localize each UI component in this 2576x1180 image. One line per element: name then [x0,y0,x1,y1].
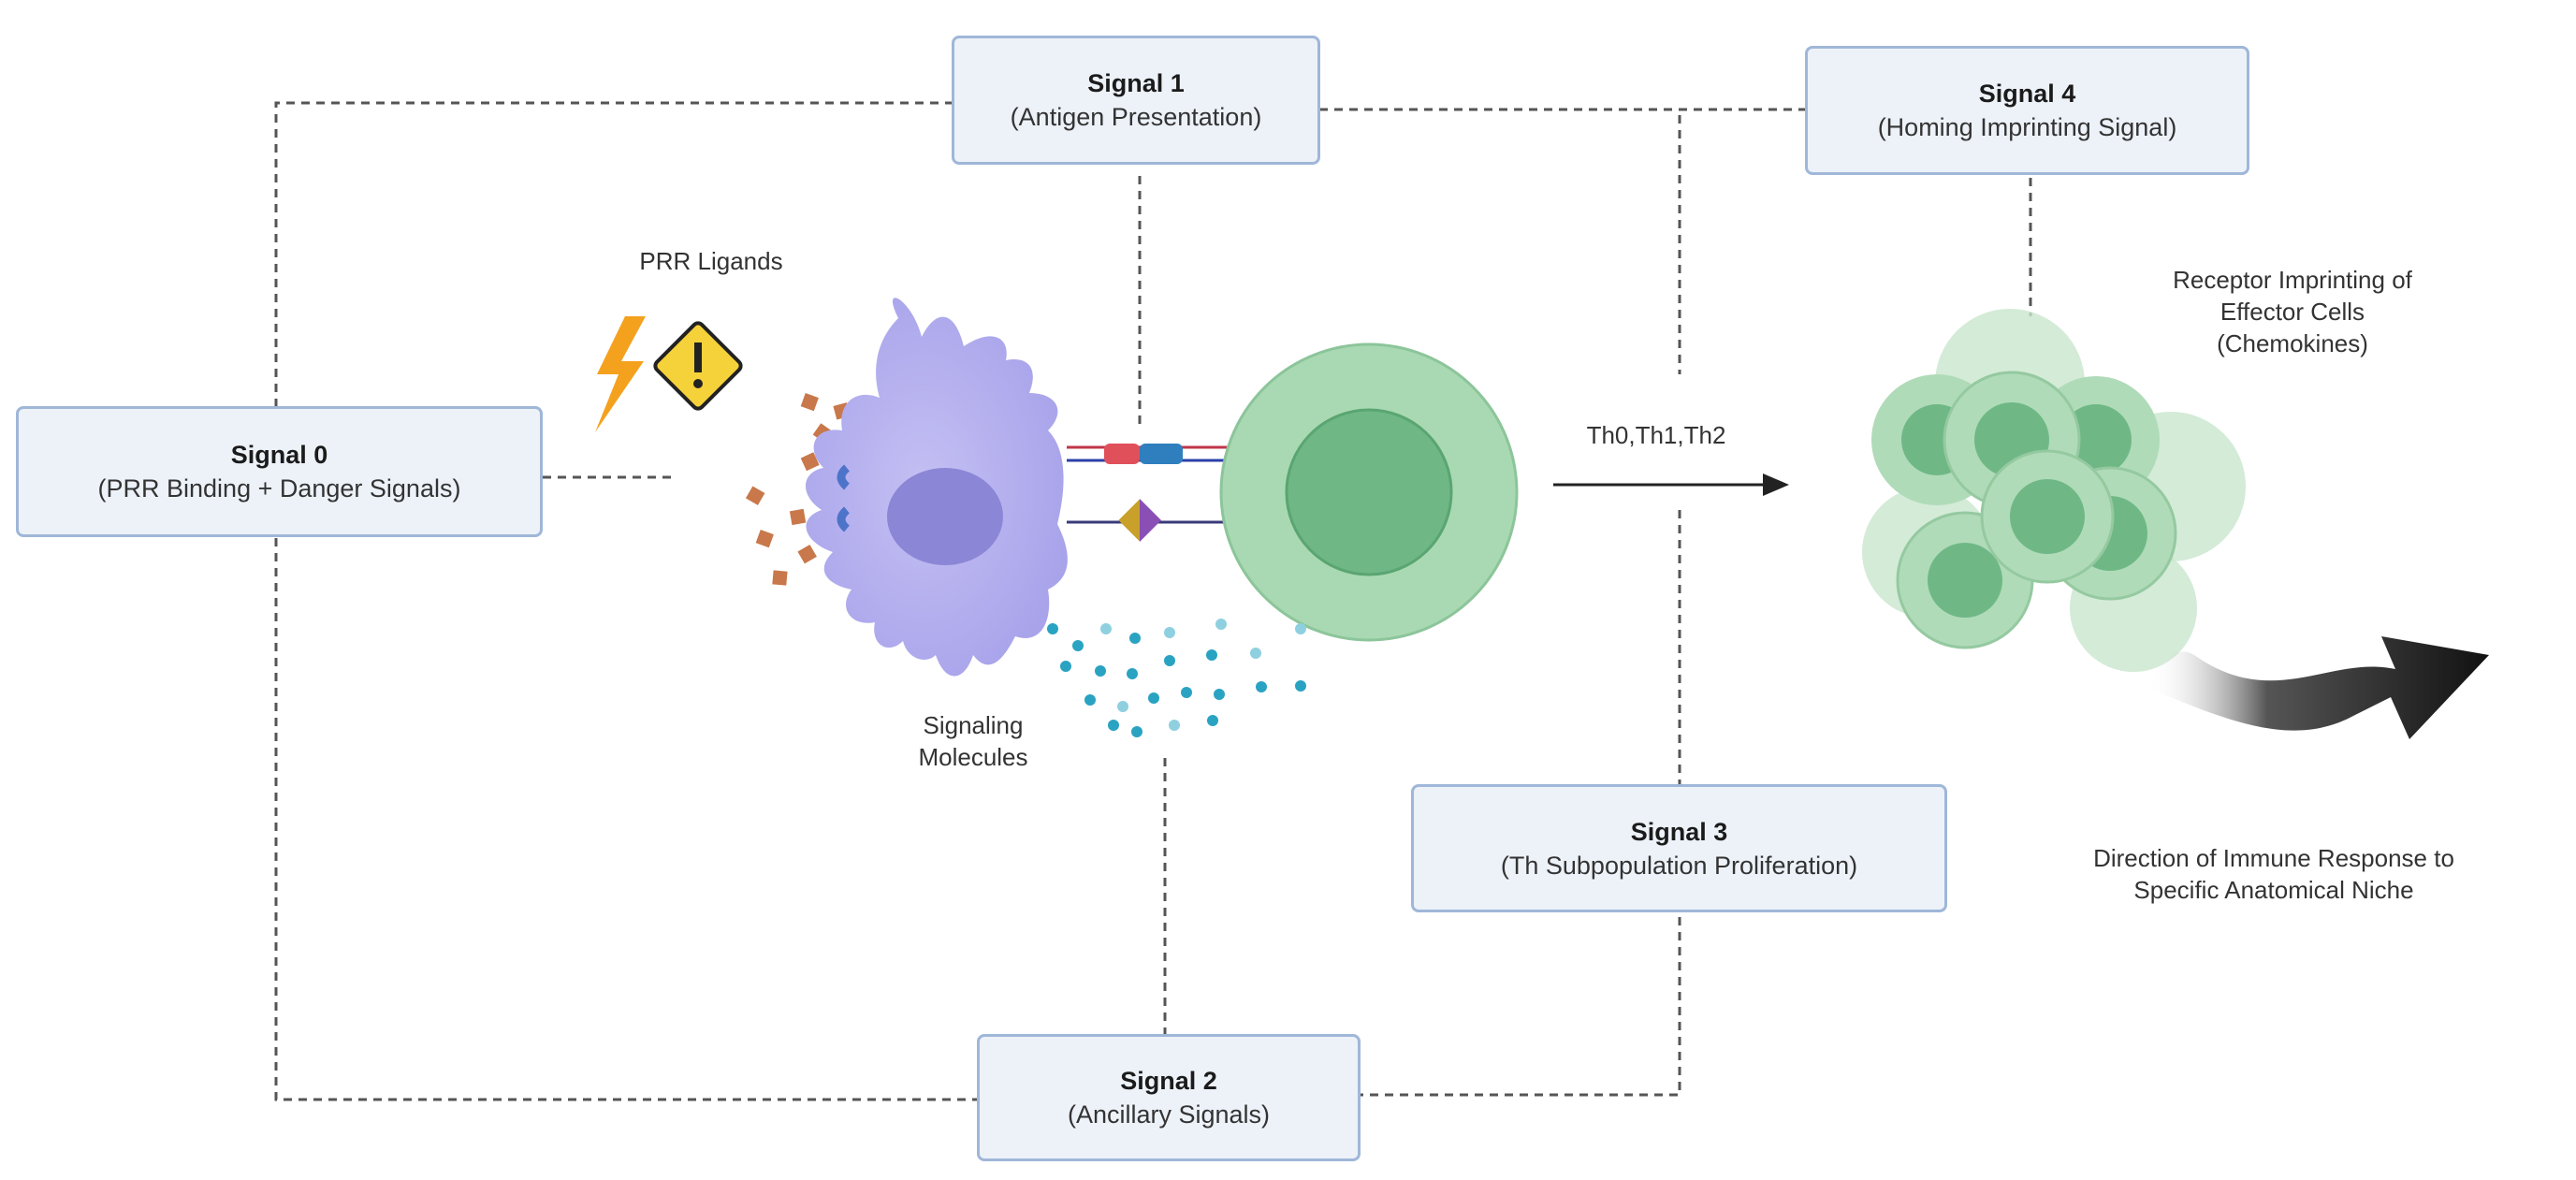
effector-cell-cluster [1862,309,2246,672]
signaling-molecules-line-1: Signaling [923,711,1024,739]
direction-line-2: Specific Anatomical Niche [2133,876,2414,904]
signaling-molecule-dots [1047,619,1306,737]
receptor-imprinting-line-2: Effector Cells [2219,298,2365,326]
receptor-imprinting-line-1: Receptor Imprinting of [2173,266,2412,294]
signal-2-box: Signal 2 (Ancillary Signals) [977,1034,1361,1161]
receptor-imprinting-line-3: (Chemokines) [2217,329,2368,357]
signal-1-subtitle: (Antigen Presentation) [1010,103,1262,131]
th-arrow [1553,473,1789,496]
signal-0-subtitle: (PRR Binding + Danger Signals) [97,474,461,503]
warning-icon [653,321,743,411]
signal-0-title: Signal 0 [230,441,328,469]
dendritic-cell [805,298,1068,677]
signaling-molecules-label: Signaling Molecules [861,709,1085,773]
signal-2-title: Signal 2 [1120,1067,1217,1095]
connector-lines [274,101,2032,1101]
signaling-molecules-line-2: Molecules [918,743,1028,771]
curved-arrow-icon [2147,636,2489,739]
signal-3-box: Signal 3 (Th Subpopulation Proliferation… [1411,784,1947,912]
connector-s0-s2 [274,538,978,1101]
signal-4-box: Signal 4 (Homing Imprinting Signal) [1805,46,2249,175]
t-cell [1219,342,1519,642]
lightning-icon [595,316,646,432]
synapse-connectors [1067,444,1235,542]
signal-2-subtitle: (Ancillary Signals) [1067,1100,1271,1129]
connector-s3-s2 [1359,917,1681,1097]
signal-3-title: Signal 3 [1630,817,1728,846]
signal-3-subtitle: (Th Subpopulation Proliferation) [1500,851,1858,880]
th-types-label: Th0,Th1,Th2 [1586,421,1726,449]
signal-4-title: Signal 4 [1978,80,2076,108]
direction-line-1: Direction of Immune Response to [2093,844,2454,872]
prr-ligands-label: PRR Ligands [639,247,783,275]
signal-1-title: Signal 1 [1087,69,1185,97]
connector-s0-s1 [274,101,953,407]
signal-4-subtitle: (Homing Imprinting Signal) [1877,113,2177,141]
receptor-imprinting-label: Receptor Imprinting of Effector Cells (C… [2096,264,2489,359]
direction-label: Direction of Immune Response to Specific… [2040,842,2508,906]
signal-1-box: Signal 1 (Antigen Presentation) [952,36,1320,165]
signal-0-box: Signal 0 (PRR Binding + Danger Signals) [16,406,543,537]
